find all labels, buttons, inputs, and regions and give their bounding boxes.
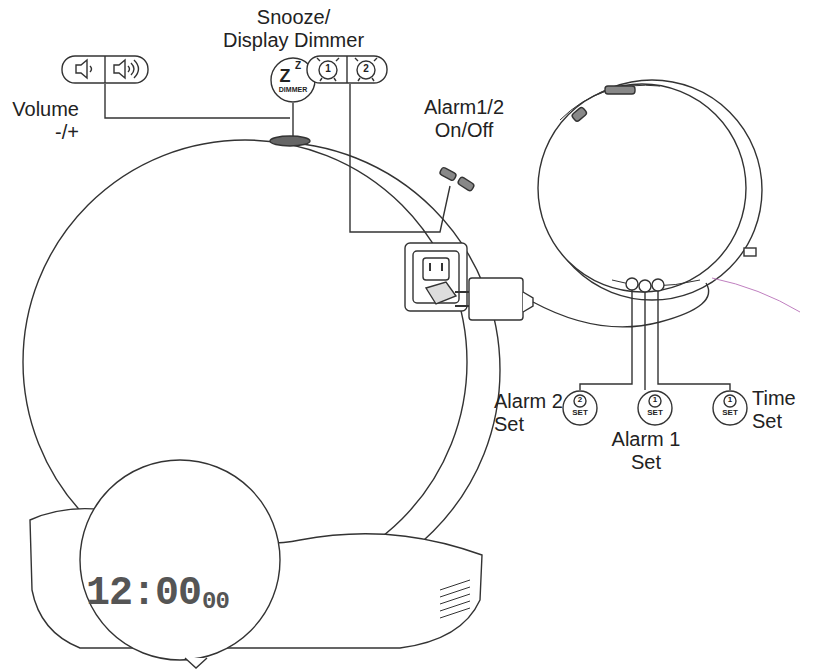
icon-text: SET xyxy=(716,409,744,417)
icon-number: 1 xyxy=(322,64,334,74)
callout-label: Volume -/+ xyxy=(4,98,79,144)
icon-number: 1 xyxy=(650,396,660,404)
icon-glyph: Z xyxy=(292,61,304,71)
display-digits: 12:00 xyxy=(86,574,202,614)
icon-number: 1 xyxy=(725,396,735,404)
callout-label: Alarm1/2 On/Off xyxy=(418,96,510,142)
icon-number: 2 xyxy=(360,64,372,74)
icon-number: 2 xyxy=(575,396,585,404)
icon-text: SET xyxy=(641,409,669,417)
display-digits: 00 xyxy=(202,590,236,614)
callout-label: Time Set xyxy=(752,387,804,433)
icon-text: SET xyxy=(566,409,594,417)
callout-label: Alarm 1 Set xyxy=(608,428,684,474)
callout-label: Snooze/ Display Dimmer xyxy=(222,6,365,52)
callout-label: Alarm 2 Set xyxy=(494,390,564,436)
icon-text: DIMMER xyxy=(273,86,313,93)
icon-glyph: Z xyxy=(276,66,294,87)
